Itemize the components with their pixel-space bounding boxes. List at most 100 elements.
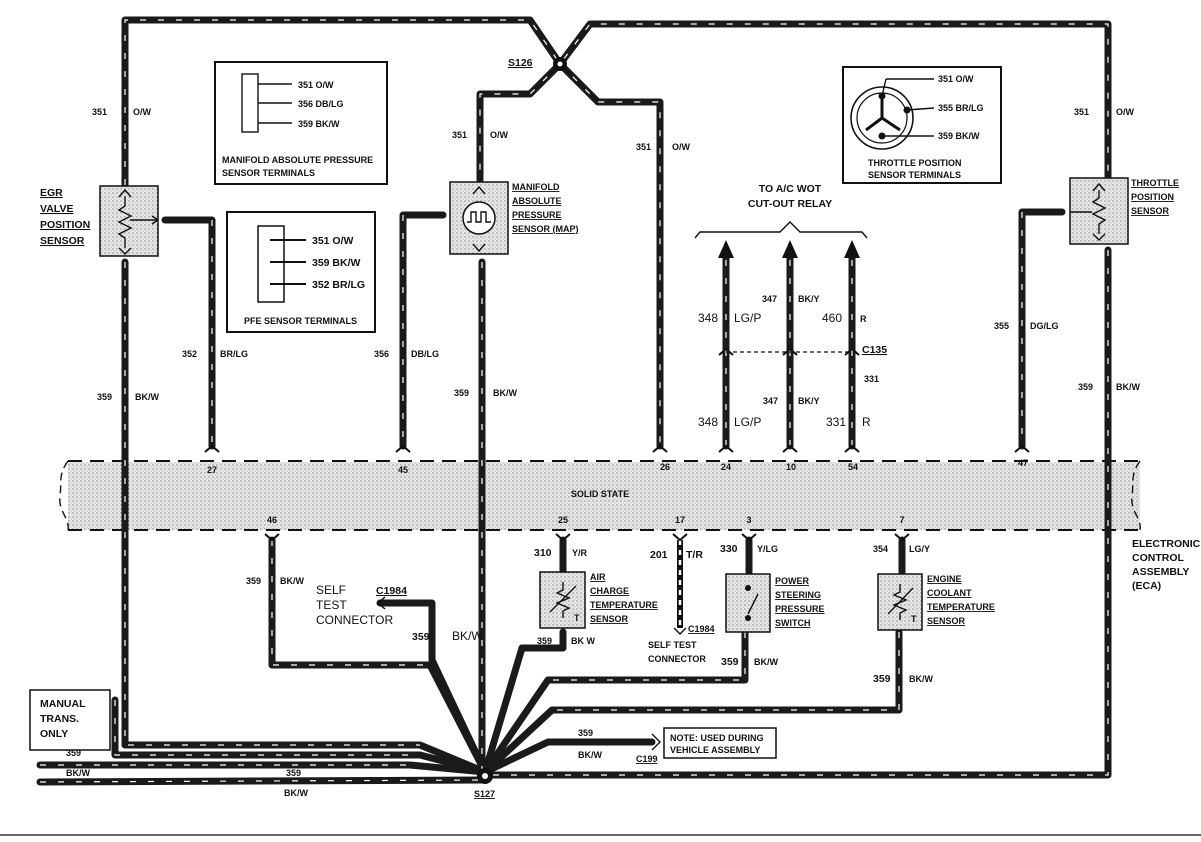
lbl-359-st-num: 359	[412, 631, 430, 643]
lbl-352-num: 352	[182, 349, 197, 359]
c135-connector-348	[718, 347, 734, 356]
act-label: AIR CHARGE TEMPERATURE SENSOR	[590, 572, 660, 624]
map-terminals-panel: 351 O/W 356 DB/LG 359 BK/W MANIFOLD ABSO…	[214, 61, 388, 185]
wire-351-pin26	[556, 60, 664, 450]
tps-label-2: POSITION	[1131, 192, 1174, 202]
lbl-359-ect-num: 359	[873, 673, 891, 685]
manual-trans-label-2: TRANS.	[40, 713, 79, 725]
tps-up-arrow-icon	[1092, 182, 1106, 192]
tps-label-1: THROTTLE	[1131, 178, 1179, 188]
self-test-label-3: CONNECTOR	[316, 613, 393, 627]
pfe-term-1: 351 O/W	[312, 235, 354, 247]
lbl-351-egr-color: O/W	[133, 107, 152, 117]
lbl-356-color: DB/LG	[411, 349, 439, 359]
c135-label: C135	[862, 344, 887, 356]
map-sensor: MANIFOLD ABSOLUTE PRESSURE SENSOR (MAP)	[449, 181, 579, 255]
map-term-2: 356 DB/LG	[298, 99, 344, 109]
tps-label: THROTTLE POSITION SENSOR	[1131, 178, 1182, 216]
pin-connector-25	[555, 533, 571, 542]
self-test-2-label-1: SELF TEST	[648, 640, 697, 650]
map-terminals-box	[214, 61, 388, 185]
wire-labels: 351 O/W 351 O/W 351 O/W 351 O/W 352 BR/L…	[66, 107, 1140, 798]
wire-359-manual-b	[36, 761, 489, 776]
lbl-351-pin26-num: 351	[636, 142, 651, 152]
egr-sensor: EGR VALVE POSITION SENSOR	[40, 185, 159, 257]
lbl-347-bot-num: 347	[763, 396, 778, 406]
lbl-460-color: R	[860, 314, 867, 324]
wire-352	[161, 216, 216, 450]
splice-s127-label: S127	[474, 789, 495, 799]
ect-sensor: T ENGINE COOLANT TEMPERATURE SENSOR	[877, 573, 997, 631]
lbl-352-color: BR/LG	[220, 349, 248, 359]
map-label-1: MANIFOLD	[512, 182, 560, 192]
ect-label: ENGINE COOLANT TEMPERATURE SENSOR	[927, 574, 997, 626]
arrow-347	[782, 240, 798, 258]
ac-relay-label-2: CUT-OUT RELAY	[748, 198, 832, 210]
wire-359-pin46	[268, 536, 489, 776]
arrow-348	[718, 240, 734, 258]
hash-359-manual-a	[114, 700, 420, 756]
hash-351-map	[479, 63, 561, 180]
c135-connector-460	[844, 347, 860, 356]
egr-arrow-icon	[151, 215, 159, 225]
tps-term-3: 359 BK/W	[938, 131, 980, 141]
ecu-name: SOLID STATE	[571, 489, 629, 499]
manual-trans-label-1: MANUAL	[40, 698, 86, 710]
map-waveform-icon	[467, 211, 491, 223]
ps-switch-lever-icon	[747, 593, 759, 615]
lbl-201-color: T/R	[686, 549, 703, 561]
map-label-4: SENSOR (MAP)	[512, 224, 579, 234]
pin-connectors	[204, 347, 1030, 542]
map-down-arrow-icon	[472, 243, 486, 253]
manual-trans-label-3: ONLY	[40, 728, 68, 740]
map-term-caption-1: MANIFOLD ABSOLUTE PRESSURE	[222, 155, 373, 165]
lbl-359-manual-a-color: BK/W	[66, 768, 90, 778]
note-frame	[663, 727, 777, 759]
act-sensor: T AIR CHARGE TEMPERATURE SENSOR	[539, 571, 660, 629]
wire-351-map	[476, 60, 564, 184]
lbl-351-map-num: 351	[452, 130, 467, 140]
lbl-359-ect-color: BK/W	[909, 674, 933, 684]
map-term-1: 351 O/W	[298, 80, 334, 90]
lbl-359-st-color: BK/W	[452, 629, 483, 643]
pin-connector-7	[894, 533, 910, 542]
splice-s126-center	[557, 61, 563, 67]
ps-switch-contact-bottom	[745, 615, 751, 621]
lbl-359-act-num: 359	[537, 636, 552, 646]
tps-resistor-icon	[1091, 190, 1107, 234]
ecu-pin-7: 7	[899, 515, 904, 525]
pfe-terminals-panel: 351 O/W 359 BK/W 352 BR/LG PFE SENSOR TE…	[226, 211, 376, 333]
hash-351-pin26	[559, 63, 661, 446]
map-up-arrow-icon	[472, 185, 486, 195]
wire-359-note	[481, 738, 656, 776]
ecu-pin-17: 17	[675, 515, 685, 525]
ecu-pin-54: 54	[848, 462, 858, 472]
ps-label: POWER STEERING PRESSURE SWITCH	[775, 576, 827, 628]
map-sensor-dial-icon	[462, 201, 496, 235]
lbl-354-color: LG/Y	[909, 544, 930, 554]
hash-359-ect	[552, 632, 900, 711]
lbl-201-num: 201	[650, 549, 668, 561]
ecu-label-2: CONTROL	[1132, 552, 1184, 564]
lbl-330-color: Y/LG	[757, 544, 778, 554]
lbl-359-ps-color: BK/W	[754, 657, 778, 667]
ps-label-2: STEERING	[775, 590, 821, 600]
map-label: MANIFOLD ABSOLUTE PRESSURE SENSOR (MAP)	[512, 182, 579, 234]
pfe-terminals-box	[226, 211, 376, 333]
ecu-pin-47: 47	[1018, 458, 1028, 468]
map-term-caption-2: SENSOR TERMINALS	[222, 168, 315, 178]
act-label-3: TEMPERATURE	[590, 600, 658, 610]
egr-label-2: VALVE	[40, 203, 73, 215]
ps-label-3: PRESSURE	[775, 604, 825, 614]
self-test-2-icon	[673, 627, 687, 635]
ecu-left-edge	[59, 460, 69, 531]
pin-connector-54	[844, 444, 860, 453]
lbl-359-manual-a-num: 359	[66, 748, 81, 758]
tps-terminals-panel: 351 O/W 355 BR/LG 359 BK/W THROTTLE POSI…	[842, 66, 1002, 184]
ecu-pin-3: 3	[746, 515, 751, 525]
lbl-359-note-num: 359	[578, 728, 593, 738]
map-label-2: ABSOLUTE	[512, 196, 562, 206]
egr-down-arrow-icon	[118, 247, 132, 255]
